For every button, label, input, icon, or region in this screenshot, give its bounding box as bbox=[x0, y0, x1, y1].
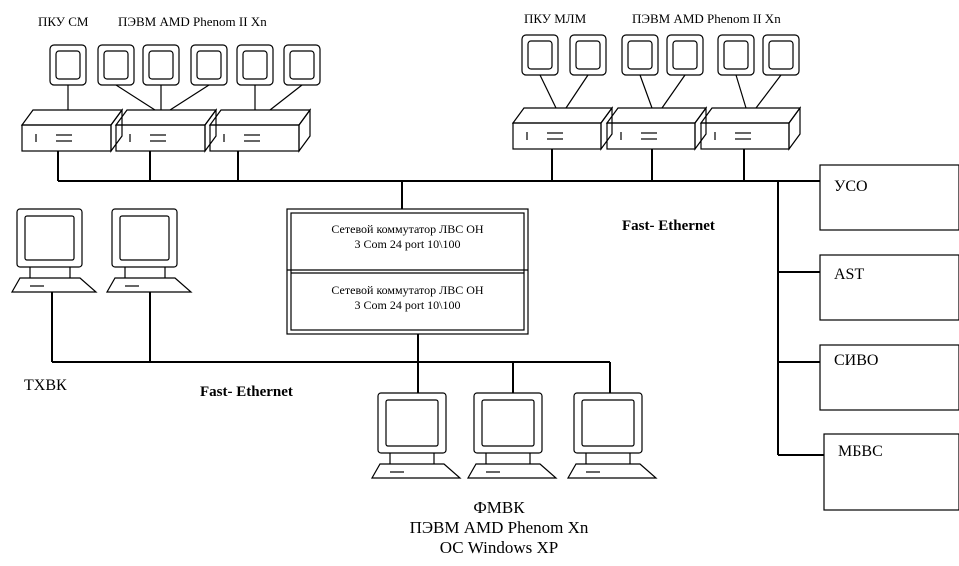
monitor-icon bbox=[717, 34, 755, 76]
caption-line3: ОС Windows XP bbox=[439, 538, 559, 557]
monitor-icon bbox=[142, 44, 180, 86]
label-fast-ethernet-bottom: Fast- Ethernet bbox=[200, 384, 293, 400]
label-pku-mlm: ПКУ МЛМ bbox=[524, 11, 587, 26]
monitor-group-left bbox=[49, 44, 321, 86]
device-label-uso: УСО bbox=[834, 178, 868, 195]
network-switch-1: Сетевой коммутатор ЛВС ОН 3 Com 24 port … bbox=[292, 222, 523, 252]
system-unit-icon bbox=[114, 108, 218, 153]
caption-line2: ПЭВМ AMD Phenom Xn bbox=[409, 518, 589, 537]
monitor-icon bbox=[666, 34, 704, 76]
network-switch-stack bbox=[286, 208, 529, 335]
monitor-icon bbox=[97, 44, 135, 86]
monitor-group-right bbox=[521, 34, 800, 76]
label-txvk: ТХВК bbox=[24, 377, 67, 394]
monitor-icon bbox=[49, 44, 87, 86]
device-label-sivo: СИВО bbox=[834, 352, 879, 369]
system-unit-icon bbox=[20, 108, 124, 153]
monitor-icon bbox=[762, 34, 800, 76]
right-bus bbox=[777, 181, 824, 456]
workstation-icon bbox=[105, 208, 193, 293]
workstation-icon bbox=[466, 392, 558, 479]
workstation-icon bbox=[370, 392, 462, 479]
switch-2-line1: Сетевой коммутатор ЛВС ОН bbox=[331, 283, 484, 297]
caption-line1: ФМВК bbox=[473, 498, 525, 517]
switch-1-line1: Сетевой коммутатор ЛВС ОН bbox=[331, 222, 484, 236]
monitor-icon bbox=[236, 44, 274, 86]
device-label-ast: AST bbox=[834, 266, 865, 283]
monitor-icon bbox=[283, 44, 321, 86]
monitor-icon bbox=[190, 44, 228, 86]
workstation-icon bbox=[566, 392, 658, 479]
monitor-icon bbox=[569, 34, 607, 76]
label-pevm-left: ПЭВМ AMD Phenom II Xn bbox=[118, 14, 267, 29]
workstation-icon bbox=[10, 208, 98, 293]
side-device-boxes bbox=[819, 164, 959, 511]
system-unit-icon bbox=[699, 106, 802, 151]
system-unit-icon bbox=[605, 106, 708, 151]
monitor-icon bbox=[521, 34, 559, 76]
system-unit-icon bbox=[208, 108, 312, 153]
top-ethernet-bus bbox=[57, 149, 820, 209]
network-switch-2: Сетевой коммутатор ЛВС ОН 3 Com 24 port … bbox=[292, 283, 523, 313]
system-unit-icon bbox=[511, 106, 614, 151]
bottom-ethernet-bus bbox=[51, 292, 611, 393]
label-pku-sm: ПКУ СМ bbox=[38, 14, 89, 29]
device-label-mbvs: МБВС bbox=[838, 443, 883, 460]
monitor-icon bbox=[621, 34, 659, 76]
switch-1-line2: 3 Com 24 port 10\100 bbox=[354, 237, 461, 251]
label-pevm-right: ПЭВМ AMD Phenom II Xn bbox=[632, 11, 781, 26]
label-fast-ethernet-top: Fast- Ethernet bbox=[622, 218, 715, 234]
caption-fmvk: ФМВК ПЭВМ AMD Phenom Xn ОС Windows XP bbox=[399, 498, 599, 558]
switch-2-line2: 3 Com 24 port 10\100 bbox=[354, 298, 461, 312]
